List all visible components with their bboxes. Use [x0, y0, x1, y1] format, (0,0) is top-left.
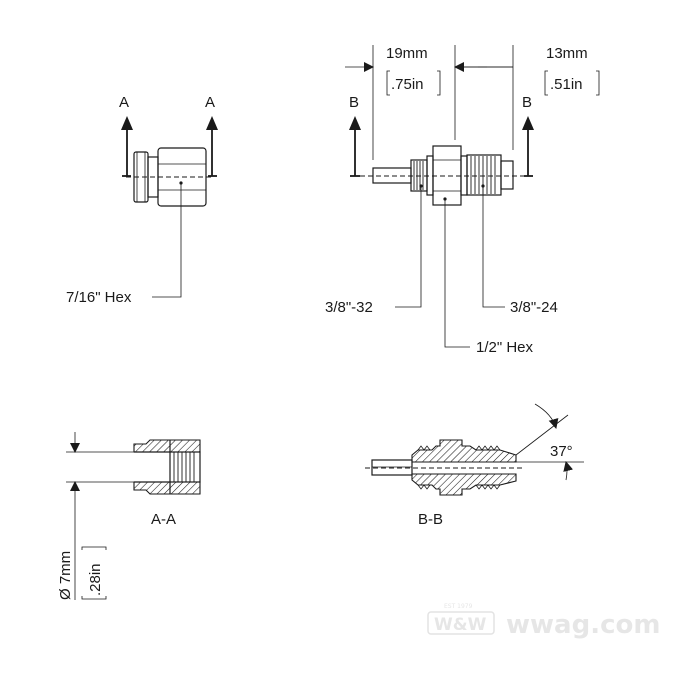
dimension-19mm: [345, 45, 487, 160]
leader-hex-a: [152, 181, 183, 298]
leader-hex-b: [443, 197, 470, 348]
section-label-b-right: B: [522, 94, 532, 111]
leader-thread-24: [481, 184, 505, 308]
section-arrow-a-left: [121, 116, 133, 177]
dim-13mm: 13mm: [546, 45, 588, 62]
callout-thread-3-8-32: 3/8"-32: [325, 299, 373, 316]
leader-thread-32: [395, 184, 423, 308]
dim-diameter-28in: .28in: [87, 563, 104, 596]
section-label-a-left: A: [119, 94, 129, 111]
dim-19mm: 19mm: [386, 45, 428, 62]
section-title-a-a: A-A: [151, 511, 176, 528]
watermark-logo: EST 1979 W&W wwag.com: [427, 603, 660, 640]
adapter-b-body: [352, 145, 532, 206]
section-title-b-b: B-B: [418, 511, 443, 528]
watermark-est: EST 1979: [444, 603, 473, 610]
section-label-b-left: B: [349, 94, 359, 111]
dimension-13mm: [462, 45, 600, 150]
section-view-b-b: 37° B-B: [365, 403, 584, 528]
fitting-a-section: [133, 439, 201, 495]
callout-hex-1-2: 1/2" Hex: [476, 339, 534, 356]
watermark-site: wwag.com: [506, 610, 660, 640]
section-arrow-b-right: [522, 116, 534, 177]
view-fitting-a: A A 7/16" Hex: [66, 94, 218, 306]
angle-label-37: 37°: [550, 443, 573, 460]
view-adapter-b: 19mm .75in 13mm .51in B B: [325, 45, 600, 356]
dim-51in: .51in: [550, 76, 583, 93]
section-view-a-a: Ø 7mm .28in A-A: [57, 432, 201, 600]
dim-diameter-7mm: Ø 7mm: [57, 551, 74, 600]
section-label-a-right: A: [205, 94, 215, 111]
callout-hex-7-16: 7/16" Hex: [66, 289, 132, 306]
section-arrow-b-left: [349, 116, 361, 177]
adapter-b-section: [365, 439, 522, 496]
thread-lines-right: [470, 156, 496, 194]
angle-dimension-37: [515, 403, 584, 481]
callout-thread-3-8-24: 3/8"-24: [510, 299, 558, 316]
section-arrow-a-right: [206, 116, 218, 177]
fitting-a-body: [126, 147, 214, 207]
dimension-diameter: [66, 432, 150, 600]
dim-75in: .75in: [391, 76, 424, 93]
internal-thread: [173, 452, 195, 482]
watermark-badge: W&W: [434, 615, 487, 635]
